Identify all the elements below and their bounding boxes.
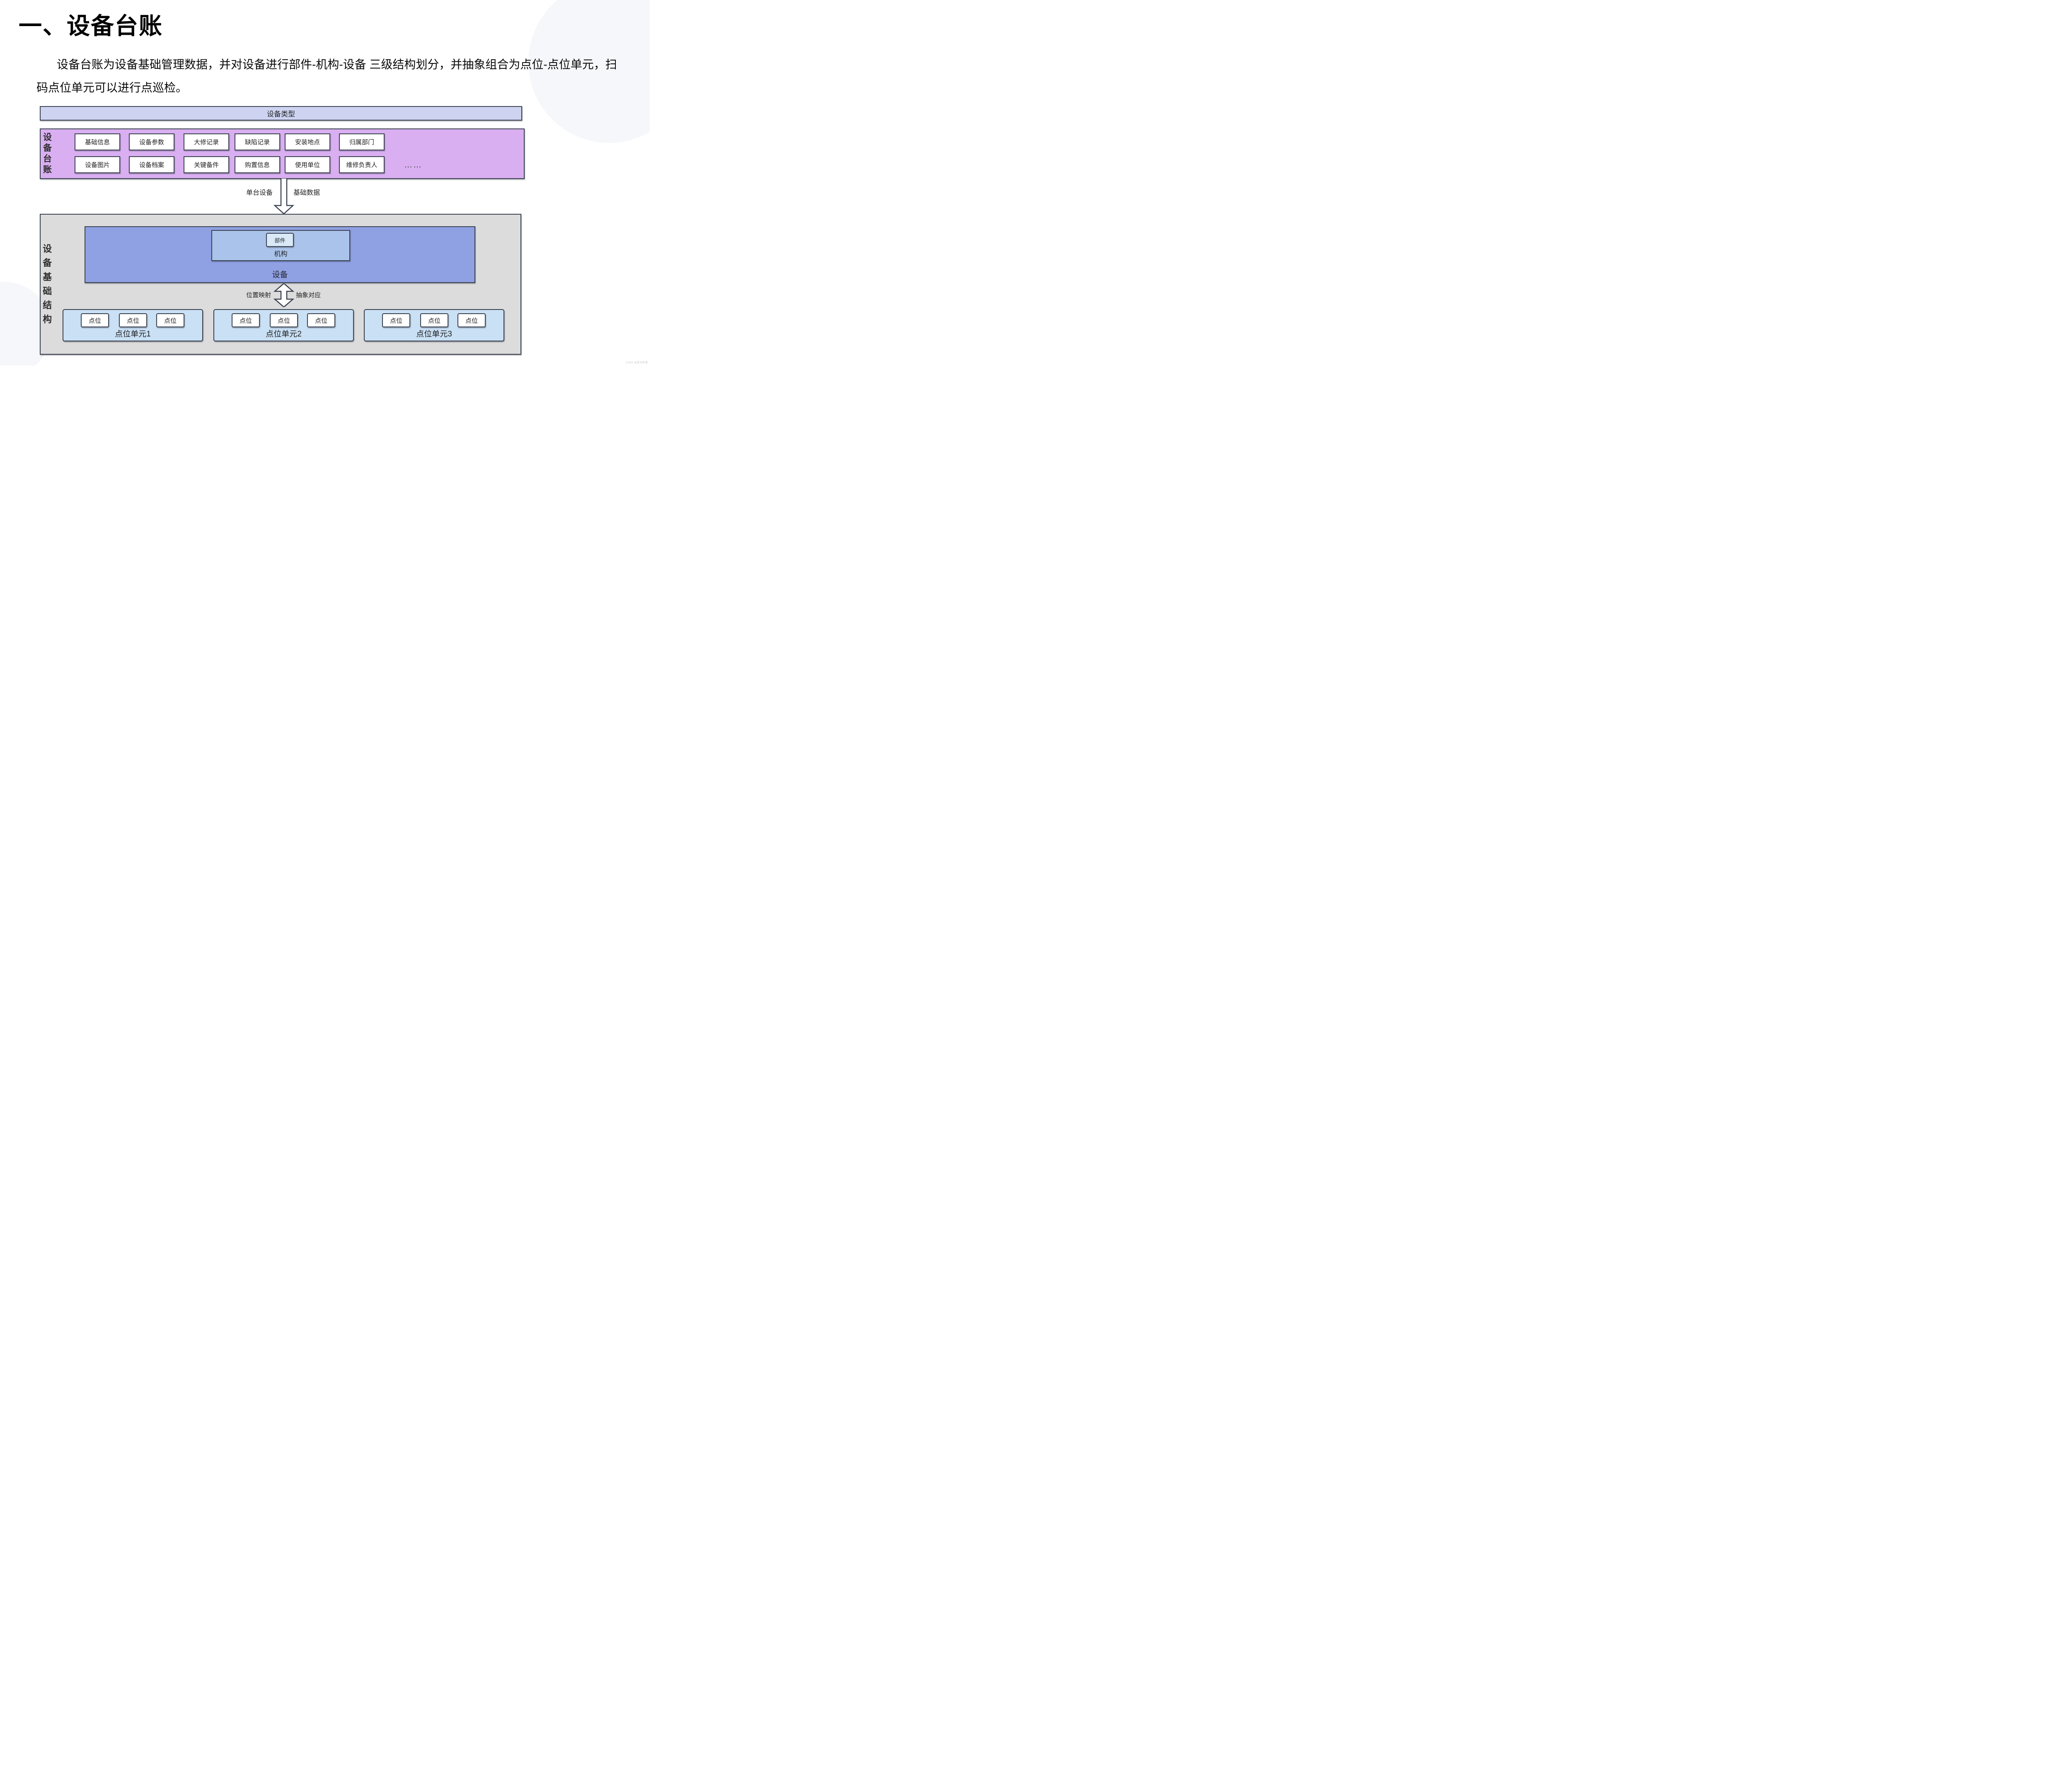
- point-unit-label: 点位单元1: [115, 330, 151, 339]
- slide-canvas: 一、设备台账 设备台账为设备基础管理数据，并对设备进行部件-机构-设备 三级结构…: [0, 0, 650, 365]
- point-box: 点位: [270, 313, 298, 327]
- point-unit-2: 点位 点位 点位 点位单元2: [213, 309, 354, 341]
- device-label: 设备: [272, 271, 288, 279]
- point-box: 点位: [420, 313, 448, 327]
- ledger-item: 安装地点: [285, 133, 330, 150]
- ledger-item: 设备图片: [75, 156, 120, 173]
- updown-arrow-icon: [273, 283, 295, 307]
- point-unit-label: 点位单元2: [266, 330, 302, 339]
- page-title: 一、设备台账: [19, 13, 163, 39]
- ledger-item: 设备档案: [129, 156, 174, 173]
- point-box: 点位: [119, 313, 147, 327]
- point-box: 点位: [156, 313, 184, 327]
- point-box: 点位: [81, 313, 109, 327]
- point-unit-1: 点位 点位 点位 点位单元1: [63, 309, 203, 341]
- mechanism-label: 机构: [274, 251, 288, 258]
- point-box: 点位: [307, 313, 335, 327]
- arrow-label-position-mapping: 位置映射: [246, 292, 271, 299]
- ledger-item: 基础信息: [75, 133, 120, 150]
- ledger-item: 大修记录: [184, 133, 229, 150]
- down-arrow-icon: [273, 179, 295, 214]
- arrow-label-single-device: 单台设备: [246, 189, 273, 196]
- ledger-item: 归属部门: [339, 133, 385, 150]
- point-unit-3: 点位 点位 点位 点位单元3: [364, 309, 504, 341]
- part-box: 部件: [266, 233, 294, 247]
- watermark: CSDN @星月梦瑾: [625, 362, 648, 364]
- ledger-side-label: 设备台账: [43, 133, 52, 174]
- point-unit-label: 点位单元3: [416, 330, 452, 339]
- ledger-item: 使用单位: [285, 156, 330, 173]
- ledger-item: 维修负责人: [339, 156, 385, 173]
- arrow-label-base-data: 基础数据: [293, 189, 320, 196]
- point-box: 点位: [382, 313, 410, 327]
- point-box: 点位: [232, 313, 260, 327]
- intro-paragraph: 设备台账为设备基础管理数据，并对设备进行部件-机构-设备 三级结构划分，并抽象组…: [36, 58, 617, 94]
- structure-side-label: 设备基础结构: [43, 244, 52, 324]
- ledger-item: 关键备件: [184, 156, 229, 173]
- point-box: 点位: [457, 313, 486, 327]
- ledger-item: 缺陷记录: [235, 133, 280, 150]
- arrow-label-abstract-correspondence: 抽象对应: [296, 292, 321, 299]
- ledger-item: 设备参数: [129, 133, 174, 150]
- ledger-ellipsis: ……: [404, 160, 422, 169]
- device-type-bar: 设备类型: [40, 106, 522, 121]
- ledger-item: 购置信息: [235, 156, 280, 173]
